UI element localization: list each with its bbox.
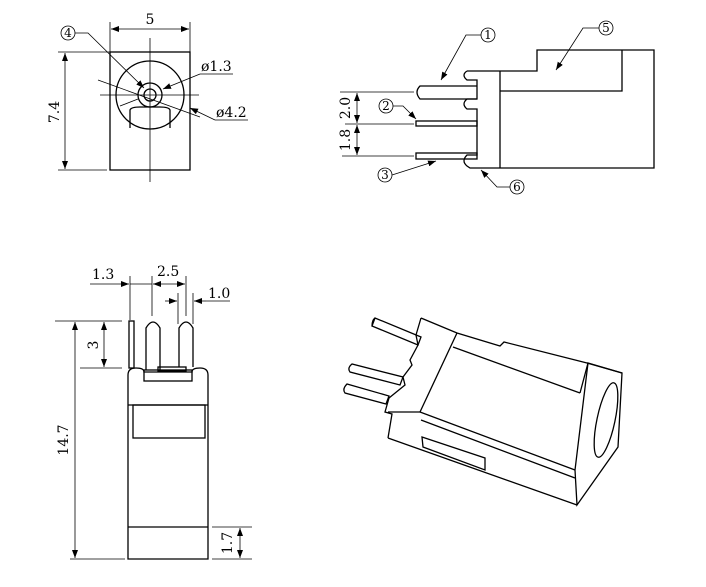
- isometric-view: [343, 317, 623, 507]
- pin-2: [415, 120, 478, 127]
- iso-slot: [421, 436, 486, 471]
- bottom-window: [132, 404, 206, 439]
- end-dim-label: 1.7: [220, 532, 236, 554]
- bottom-view: 14.7 3 1.7 1.3 2.5 1.0: [55, 264, 252, 560]
- width-dim-label: 5: [146, 12, 155, 28]
- base-plate: [143, 369, 193, 382]
- svg-text:5: 5: [602, 21, 610, 35]
- pin-width-label: 1.0: [208, 286, 230, 302]
- svg-text:2: 2: [382, 99, 390, 113]
- total-length-label: 14.7: [56, 424, 72, 455]
- center-pin: [143, 88, 157, 102]
- iso-end-face: [574, 362, 623, 507]
- lower-spacing-label: 1.8: [338, 129, 354, 151]
- outer-diameter-label: ø4.2: [216, 105, 247, 121]
- pin-3: [415, 152, 478, 160]
- side-view: 2.0 1.8 1 2 3 5 6: [338, 20, 655, 195]
- iso-socket-hole: [593, 382, 619, 458]
- bottom-body: [127, 367, 209, 560]
- svg-text:6: 6: [513, 180, 521, 194]
- height-dim-label: 7.4: [47, 101, 63, 123]
- thin-pin: [128, 320, 135, 369]
- iso-pin-3: [343, 383, 390, 405]
- inner-diameter-label: ø1.3: [201, 59, 232, 75]
- svg-text:3: 3: [381, 168, 389, 182]
- pin-length-label: 3: [86, 341, 102, 350]
- pin-1: [416, 85, 477, 100]
- iso-pin-2: [348, 363, 404, 386]
- svg-text:1: 1: [484, 28, 492, 42]
- side-body: [467, 49, 655, 169]
- outer-circle: [115, 60, 185, 130]
- round-pin-1: [145, 321, 161, 370]
- front-view: 5 7.4 4 ø1.3 ø4.2: [47, 12, 248, 182]
- svg-text:4: 4: [64, 26, 72, 40]
- offset-dim-label: 1.3: [92, 267, 114, 283]
- round-pin-2: [178, 321, 194, 367]
- iso-pin-1: [371, 317, 422, 346]
- pitch-dim-label: 2.5: [157, 264, 179, 280]
- upper-spacing-label: 2.0: [338, 97, 354, 119]
